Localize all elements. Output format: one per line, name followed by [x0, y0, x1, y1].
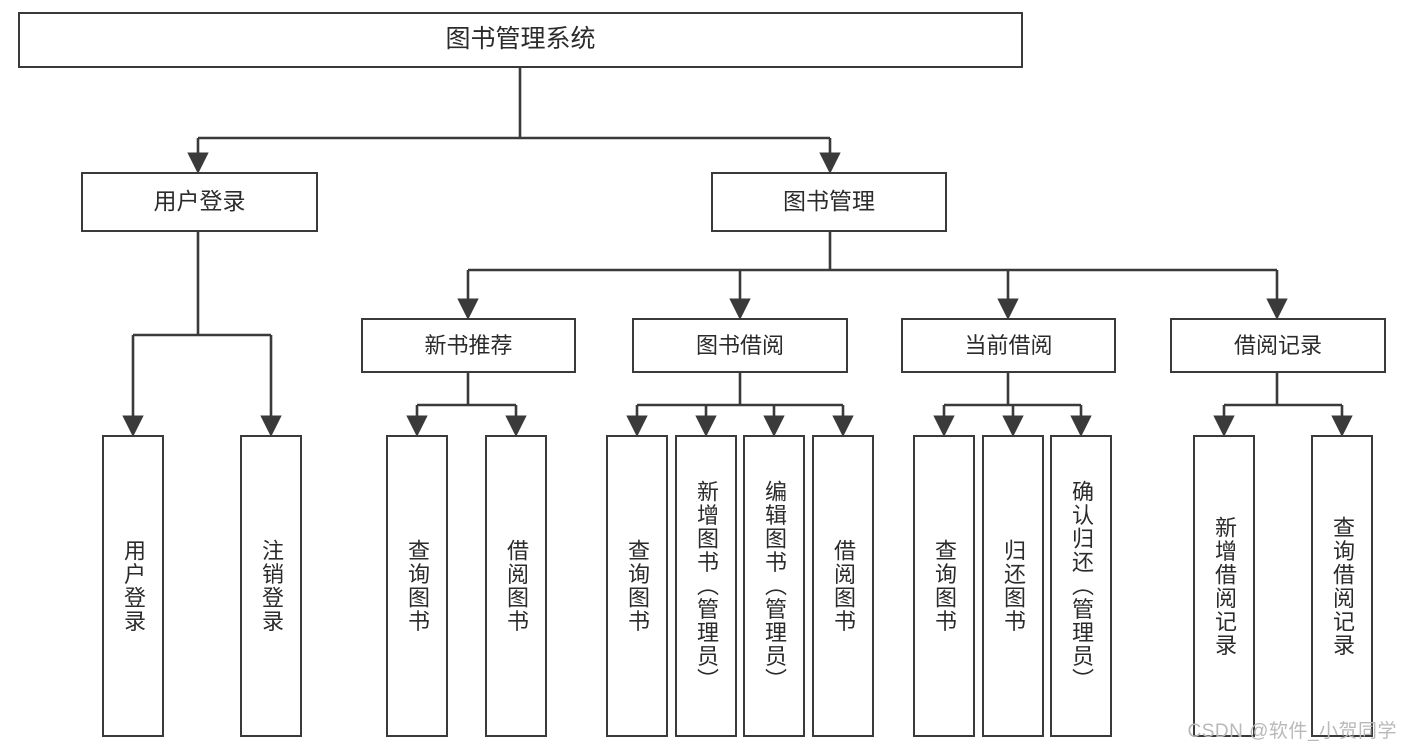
node-borrow-record[interactable]: 借阅记录 — [1170, 318, 1386, 373]
node-book-manage[interactable]: 图书管理 — [711, 172, 947, 232]
leaf-query-book-borrow[interactable]: 查询图书 — [606, 435, 668, 737]
leaf-label: 查询图书 — [624, 539, 650, 633]
leaf-label: 查询图书 — [404, 539, 430, 633]
leaf-borrow-book-new[interactable]: 借阅图书 — [485, 435, 547, 737]
leaf-label: 编辑图书（管理员） — [761, 480, 787, 692]
leaf-label: 查询借阅记录 — [1329, 515, 1355, 657]
leaf-label: 新增借阅记录 — [1211, 515, 1237, 657]
node-new-book-recommend[interactable]: 新书推荐 — [361, 318, 576, 373]
leaf-return-book[interactable]: 归还图书 — [982, 435, 1044, 737]
leaf-query-borrow-record[interactable]: 查询借阅记录 — [1311, 435, 1373, 737]
leaf-confirm-return-admin[interactable]: 确认归还（管理员） — [1050, 435, 1112, 737]
leaf-edit-book-admin[interactable]: 编辑图书（管理员） — [743, 435, 805, 737]
node-user-login[interactable]: 用户登录 — [81, 172, 318, 232]
leaf-add-borrow-record[interactable]: 新增借阅记录 — [1193, 435, 1255, 737]
leaf-label: 用户登录 — [120, 539, 146, 633]
leaf-label: 确认归还（管理员） — [1068, 480, 1094, 692]
leaf-label: 归还图书 — [1000, 539, 1026, 633]
watermark-text: CSDN @软件_小贺同学 — [1187, 721, 1397, 742]
node-root-system[interactable]: 图书管理系统 — [18, 12, 1023, 68]
leaf-label: 借阅图书 — [830, 539, 856, 633]
leaf-user-login[interactable]: 用户登录 — [102, 435, 164, 737]
leaf-label: 新增图书（管理员） — [693, 480, 719, 692]
leaf-label: 注销登录 — [258, 539, 284, 633]
leaf-label: 查询图书 — [931, 539, 957, 633]
leaf-query-book-new[interactable]: 查询图书 — [386, 435, 448, 737]
leaf-borrow-book-borrow[interactable]: 借阅图书 — [812, 435, 874, 737]
leaf-logout[interactable]: 注销登录 — [240, 435, 302, 737]
node-book-borrow[interactable]: 图书借阅 — [632, 318, 848, 373]
leaf-query-book-current[interactable]: 查询图书 — [913, 435, 975, 737]
leaf-label: 借阅图书 — [503, 539, 529, 633]
leaf-add-book-admin[interactable]: 新增图书（管理员） — [675, 435, 737, 737]
node-current-borrow[interactable]: 当前借阅 — [901, 318, 1116, 373]
